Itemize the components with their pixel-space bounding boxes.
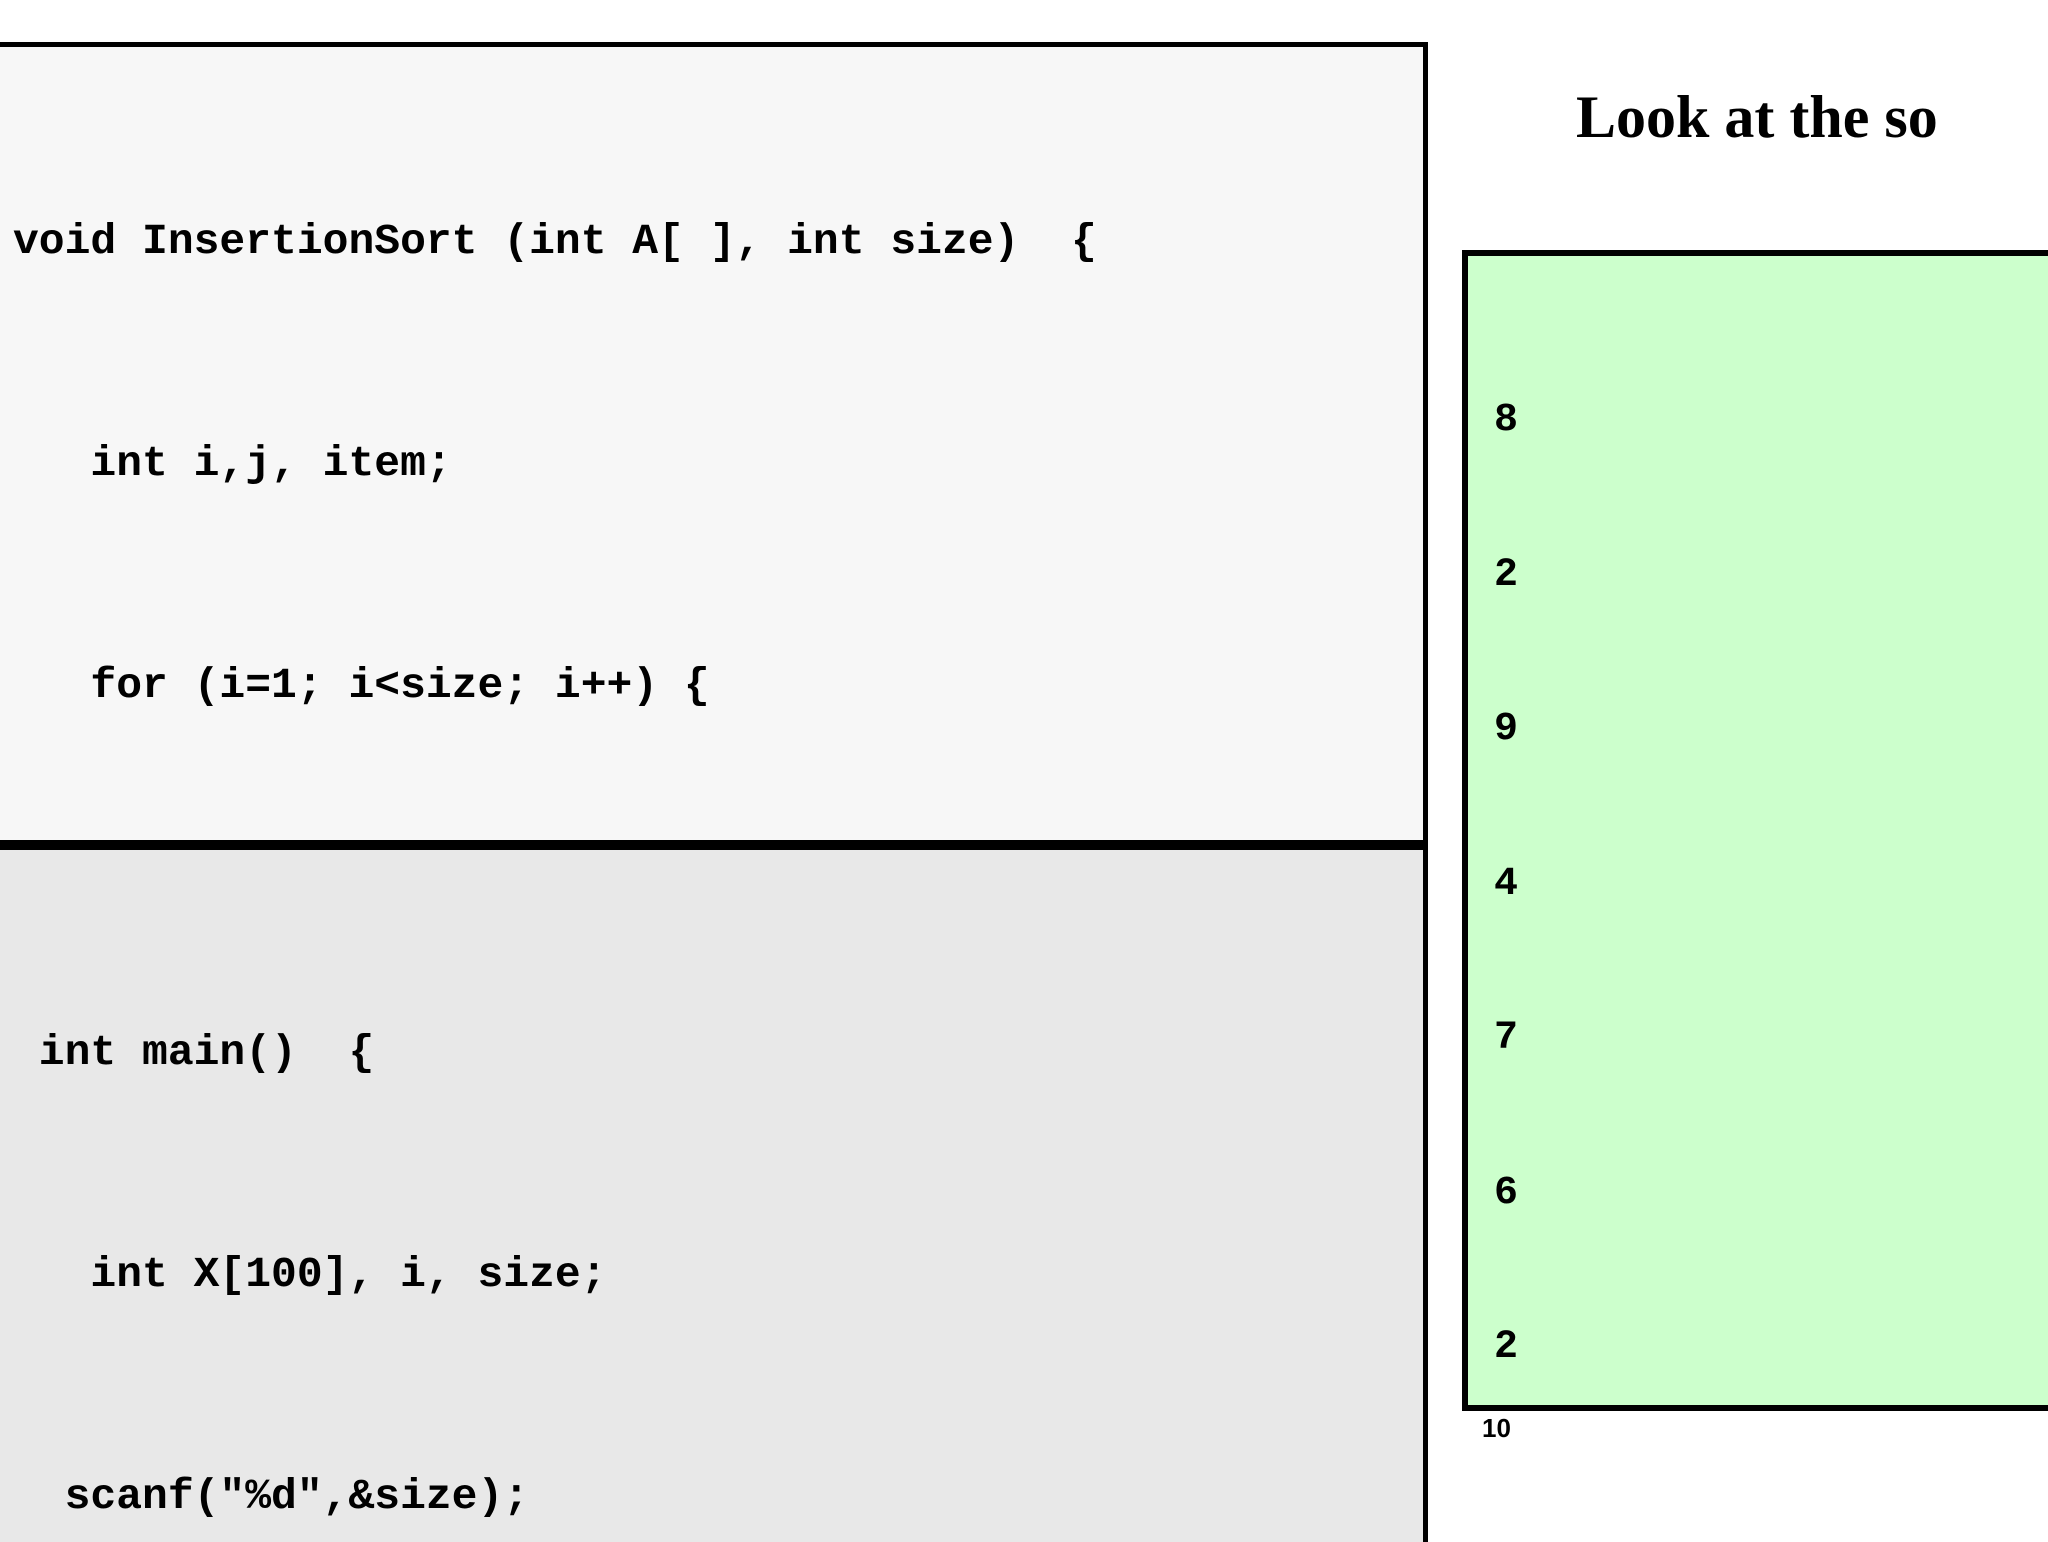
- console-input-value: 7: [1494, 1016, 1519, 1061]
- console-output-box: 8 2 9 4 7 6 2 1 5 i = 1:: 2, 9, 4, i = 2…: [1462, 250, 2048, 1411]
- console-input-value: 9: [1494, 707, 1519, 752]
- console-input-value: 8: [1494, 398, 1519, 443]
- code-block-insertionsort: void InsertionSort (int A[ ], int size) …: [0, 42, 1428, 845]
- page-number: 10: [1482, 1413, 1511, 1443]
- console-input-value: 4: [1494, 861, 1519, 907]
- code-line: int i,j, item;: [13, 439, 452, 488]
- code-line: void InsertionSort (int A[ ], int size) …: [13, 217, 1097, 266]
- code-line: int main() {: [13, 1028, 375, 1077]
- code-line: scanf("%d",&size);: [13, 1472, 530, 1521]
- code-block-main: int main() { int X[100], i, size; scanf(…: [0, 845, 1428, 1542]
- slide-title: Look at the so: [1576, 84, 1938, 150]
- console-input-value: 6: [1494, 1170, 1519, 1216]
- console-input-value: 2: [1494, 1325, 1519, 1370]
- code-line: int X[100], i, size;: [13, 1250, 607, 1299]
- console-input-value: 2: [1494, 552, 1519, 598]
- code-line: for (i=1; i<size; i++) {: [13, 661, 710, 710]
